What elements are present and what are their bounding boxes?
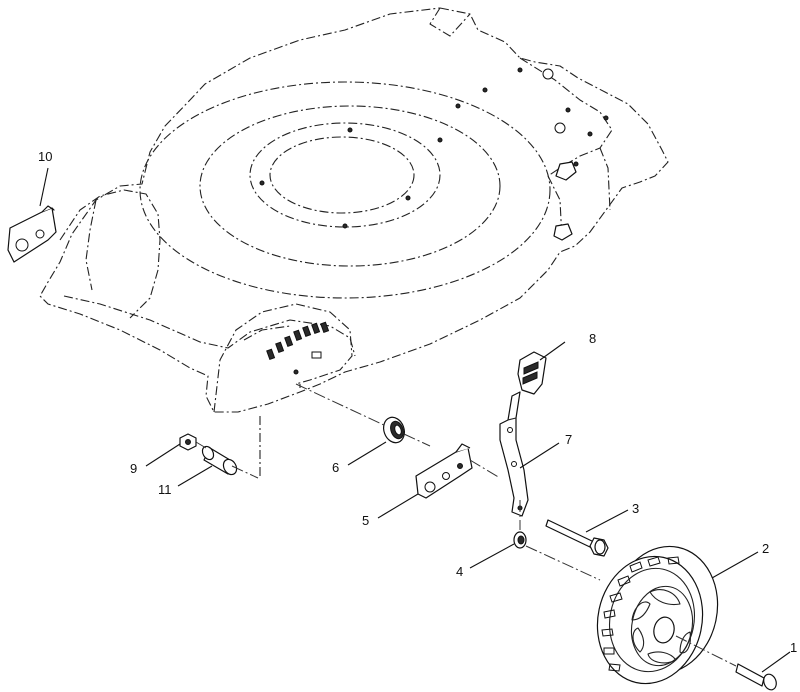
callout-4: 4: [456, 564, 463, 579]
callout-6: 6: [332, 460, 339, 475]
assembly-axis: [295, 383, 737, 667]
part-3-shoulder-bolt: [545, 519, 609, 557]
part-9-nut: [179, 433, 197, 451]
callout-10: 10: [38, 149, 52, 164]
callout-1: 1: [790, 640, 797, 655]
part-5-pivot-bracket: [415, 443, 473, 499]
part-7-adjust-lever: [499, 391, 529, 517]
part-11-spacer: [201, 445, 238, 476]
deck-vent-slots: [259, 67, 609, 375]
callout-2: 2: [762, 541, 769, 556]
part-10-bracket: [7, 205, 57, 263]
callout-3: 3: [632, 501, 639, 516]
part-8-knob: [517, 351, 547, 395]
callout-8: 8: [589, 331, 596, 346]
part-4-washer: [513, 531, 527, 549]
mower-deck-outline: [39, 7, 669, 478]
callout-7: 7: [565, 432, 572, 447]
leader-lines: [39, 167, 791, 673]
part-2-wheel: [596, 545, 719, 685]
callout-11: 11: [158, 482, 172, 497]
part-1-wheel-bolt: [735, 663, 777, 691]
callout-9: 9: [130, 461, 137, 476]
callout-5: 5: [362, 513, 369, 528]
part-6-bushing: [383, 416, 405, 444]
callout-labels: 10 9 11 6 5 8 7 3 4 2 1: [38, 149, 797, 655]
